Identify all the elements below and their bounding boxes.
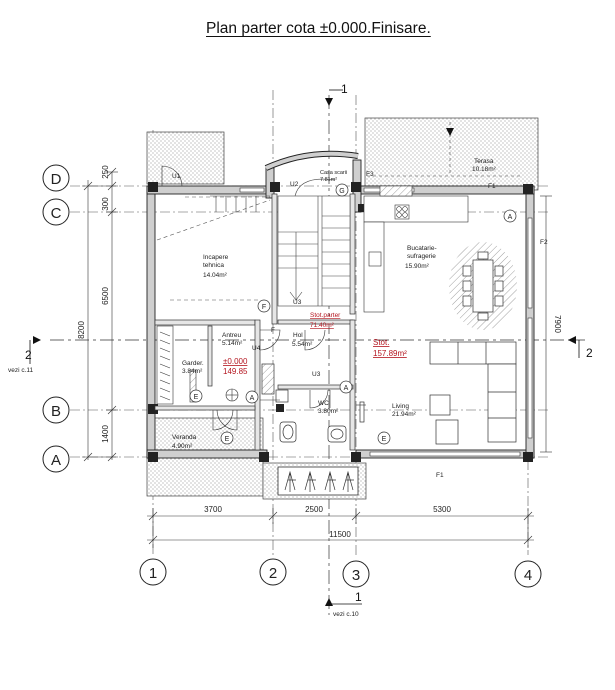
room-area: 5.14m² [222,340,243,347]
room-name: Hol [293,332,303,339]
room-name: Incapere [203,254,229,261]
planter-box [277,466,359,496]
stot-value: 157.89m² [373,349,407,358]
section-marker-right: 2 [568,336,593,360]
elevation-symbol [225,388,239,402]
planter-shrubs [284,470,354,492]
wc-fixtures [261,363,347,443]
circle-tags: A A A E E E G F [189,183,517,445]
svg-text:1: 1 [341,82,348,96]
stot-parter-value: 71.40m² [310,322,335,329]
hatched-area-nw [146,131,225,185]
room-area: 15.90m² [405,263,430,270]
svg-text:3700: 3700 [204,505,222,514]
svg-text:vezi c.10: vezi c.10 [333,611,359,618]
room-name: Living [392,403,409,410]
columns [148,182,533,462]
tag-f: F1 [436,472,444,479]
room-name: Garder. [182,360,204,367]
svg-text:1400: 1400 [101,425,110,443]
svg-text:2500: 2500 [305,505,323,514]
svg-text:300: 300 [101,197,110,211]
plan-title: Plan parter cota ±0.000.Finisare. [206,20,431,37]
tag-f: F [271,327,275,334]
living-furniture [359,341,517,445]
section-marker-bottom: 1 vezi c.10 [325,590,362,618]
room-name: Antreu [222,332,242,339]
tag-f: F1 [488,183,496,190]
svg-text:A: A [344,385,349,392]
grid-row-label: C [51,205,62,222]
interior-walls [154,193,356,451]
dimension-lines [82,167,552,548]
grid-col-label: 2 [269,565,277,582]
svg-text:vezi c.11: vezi c.11 [8,367,34,374]
section-marker-left: 2 vezi c.11 [8,336,41,374]
grid-bubbles-rows: D C B A [42,164,70,473]
tag-f: F2 [540,239,548,246]
dashed-lines [156,196,271,301]
grid-row-label: B [51,403,61,420]
grid-row-label: A [51,452,61,469]
svg-text:7900: 7900 [553,315,562,333]
grid-col-label: 3 [352,567,360,584]
svg-text:8200: 8200 [77,321,86,339]
room-area: 7.81m² [320,177,337,183]
svg-text:F: F [262,304,266,311]
room-name: Casa scarii [320,170,347,176]
svg-text:11500: 11500 [329,530,351,539]
room-area: 10.18m² [472,166,497,173]
section-marker-top: 1 [325,82,348,106]
room-name: WC [318,400,329,407]
grid-col-label: 4 [524,567,532,584]
svg-text:250: 250 [101,165,110,179]
svg-text:A: A [250,395,255,402]
arrow [446,128,454,136]
tag-u: U1 [172,173,181,180]
svg-text:1: 1 [355,590,362,604]
room-area: 21.94m² [392,411,417,418]
room-area: 14.04m² [203,272,228,279]
tag-f: F3 [366,171,374,178]
wardrobe [156,325,197,405]
grid-col-label: 1 [149,565,157,582]
kitchen-counters [363,185,469,313]
dining-set [449,242,517,330]
room-name: Bucatarie- [407,245,437,252]
grid-bubbles-cols: 1 2 3 4 [139,558,542,588]
stot-parter-label: Stot.parter [310,312,341,319]
room-area: 3.84m² [182,368,203,375]
room-labels: Incapere tehnica 14.04m² Bucatarie- sufr… [172,158,497,450]
tag-u: U4 [252,345,261,352]
cota-value: 149.85 [223,367,248,376]
svg-text:E: E [382,436,387,443]
svg-text:2: 2 [586,346,593,360]
room-name: Veranda [172,434,197,441]
cota-label: ±0.000 [223,357,248,366]
tag-u: U2 [290,181,299,188]
svg-text:5300: 5300 [433,505,451,514]
element-tags: U1 U3 U4 U3 U2 F F1 F2 F3 F1 [172,171,548,479]
tag-u: U3 [312,371,321,378]
svg-text:G: G [339,188,344,195]
stot-label: Stot. [373,338,389,347]
room-area: 5.54m² [292,341,313,348]
doors [161,165,366,431]
room-name: sufragerie [407,253,436,260]
svg-text:A: A [508,214,513,221]
room-area: 4.90m² [172,443,193,450]
svg-text:2: 2 [25,348,32,362]
grid-row-label: D [51,171,62,188]
svg-text:6500: 6500 [101,287,110,305]
staircase [210,178,351,307]
area-totals: Stot.parter 71.40m² Stot. 157.89m² ±0.00… [223,312,407,376]
svg-text:E: E [225,436,230,443]
room-name: tehnica [203,262,224,269]
room-area: 3.80m² [318,408,339,415]
room-name: Terasa [474,158,494,165]
dimension-labels: 3700 2500 5300 11500 8200 250 300 6500 1… [77,165,562,539]
svg-text:E: E [194,394,199,401]
tag-u: U3 [293,299,302,306]
